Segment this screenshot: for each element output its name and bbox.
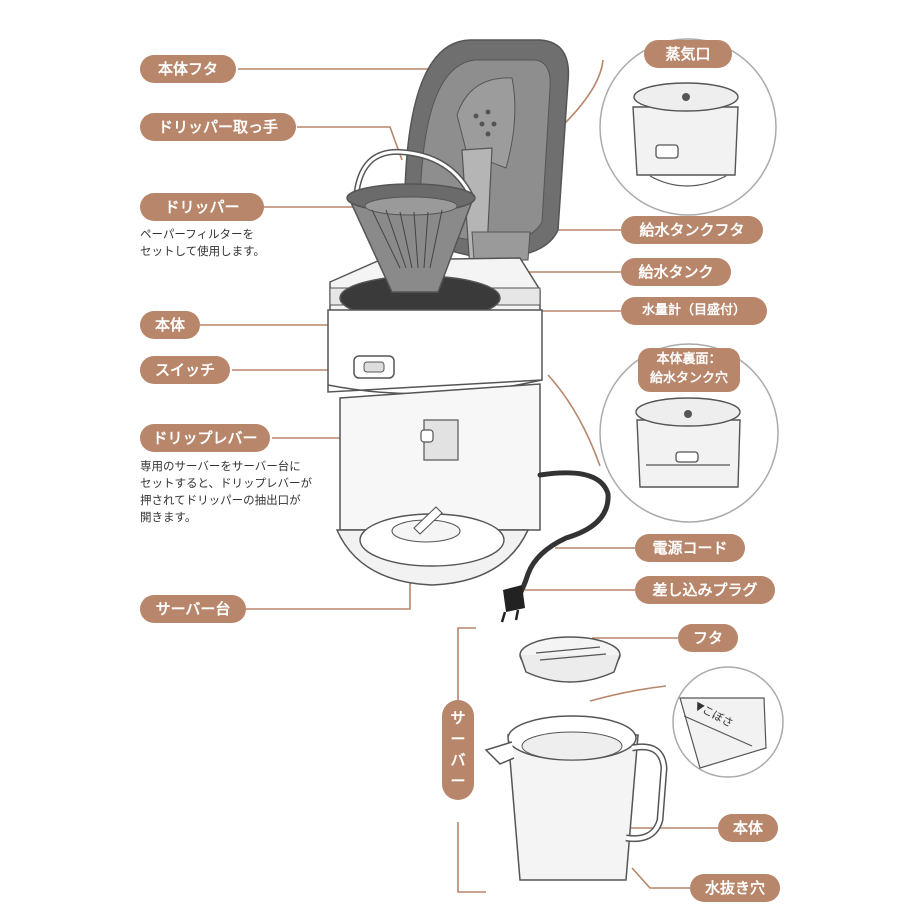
inset-steam-port bbox=[599, 38, 777, 216]
label-tank-lid: 給水タンクフタ bbox=[621, 216, 763, 244]
label-plug: 差し込みプラグ bbox=[635, 576, 775, 604]
label-water-gauge: 水量計（目盛付） bbox=[621, 297, 767, 325]
server-illustration bbox=[484, 715, 668, 881]
label-server-body: 本体 bbox=[718, 814, 778, 842]
drip-lever-note-line-1: 専用のサーバーをサーバー台に bbox=[140, 459, 301, 473]
label-steam-port: 蒸気口 bbox=[644, 40, 732, 68]
label-server-vertical: サ ー バ ー bbox=[442, 700, 474, 800]
server-vertical-char-2: ー bbox=[450, 730, 466, 748]
drip-lever-note-line-4: 開きます。 bbox=[140, 510, 197, 524]
label-drip-lever: ドリップレバー bbox=[140, 424, 270, 452]
dripper-note-line-1: ペーパーフィルターを bbox=[140, 227, 254, 241]
label-drain-hole: 水抜き穴 bbox=[690, 874, 780, 902]
label-server-lid: フタ bbox=[678, 624, 738, 652]
label-dripper: ドリッパー bbox=[140, 193, 264, 221]
label-main-body: 本体 bbox=[140, 311, 200, 339]
power-cord bbox=[512, 470, 611, 606]
coffee-maker-body bbox=[327, 39, 570, 586]
drip-lever-note: 専用のサーバーをサーバー台に セットすると、ドリップレバーが 押されてドリッパー… bbox=[140, 458, 312, 526]
drip-lever-note-line-2: セットすると、ドリップレバーが bbox=[140, 476, 313, 490]
label-server-stand: サーバー台 bbox=[140, 595, 246, 623]
server-lid-illustration bbox=[519, 636, 621, 683]
label-dripper-handle: ドリッパー取っ手 bbox=[140, 113, 296, 141]
inset-level-mark: ▼こぼさ bbox=[672, 666, 784, 778]
label-switch: スイッチ bbox=[140, 356, 230, 384]
server-vertical-char-3: バ bbox=[450, 751, 466, 769]
label-rear-tank-hole: 本体裏面： 給水タンク穴 bbox=[638, 348, 740, 392]
server-vertical-char-1: サ bbox=[450, 709, 466, 727]
dripper-note-line-2: セットして使用します。 bbox=[140, 244, 266, 258]
label-water-tank: 給水タンク bbox=[621, 258, 731, 286]
plug-illustration bbox=[500, 585, 525, 623]
dripper-illustration bbox=[346, 148, 476, 293]
server-vertical-char-4: ー bbox=[450, 772, 466, 790]
drip-lever-note-line-3: 押されてドリッパーの抽出口が bbox=[140, 493, 301, 507]
rear-view-line-2: 給水タンク穴 bbox=[649, 371, 728, 386]
label-main-lid: 本体フタ bbox=[140, 55, 236, 83]
label-power-cord: 電源コード bbox=[635, 534, 745, 562]
rear-view-line-1: 本体裏面： bbox=[656, 352, 722, 367]
dripper-note: ペーパーフィルターを セットして使用します。 bbox=[140, 226, 265, 260]
